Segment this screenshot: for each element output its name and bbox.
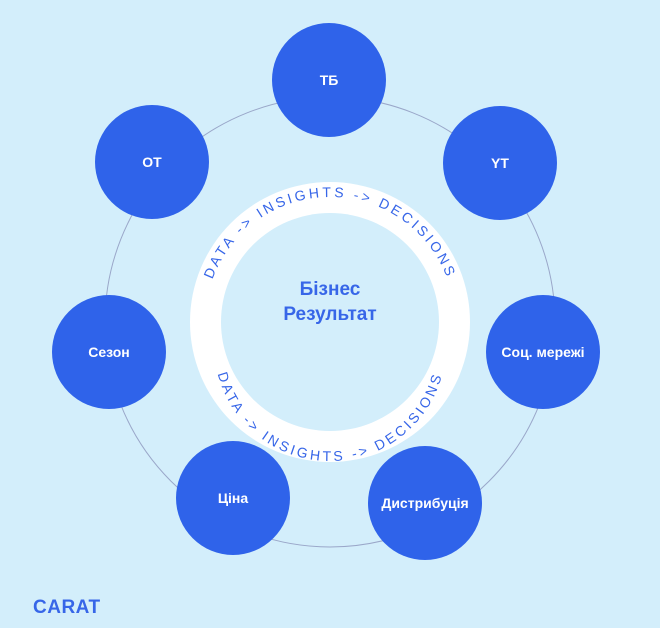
channel-node: ОТ (95, 105, 209, 219)
center-title-line2: Результат (283, 304, 376, 325)
channel-node-circle (443, 106, 557, 220)
channel-node-label: Сезон (88, 344, 130, 360)
channel-node: Соц. мережі (486, 295, 600, 409)
channel-node-label: YT (491, 155, 509, 171)
channel-node: Ціна (176, 441, 290, 555)
channel-node-circle (272, 23, 386, 137)
channel-node: YT (443, 106, 557, 220)
channel-node-circle (52, 295, 166, 409)
channel-node-label: Ціна (218, 490, 249, 506)
channel-node-circle (176, 441, 290, 555)
channel-node-label: ОТ (142, 154, 162, 170)
channel-node-label: Соц. мережі (501, 344, 584, 360)
center-title-line1: Бізнес (300, 279, 361, 300)
channel-node-circle (95, 105, 209, 219)
channel-node-label: ТБ (320, 72, 339, 88)
channel-node: Сезон (52, 295, 166, 409)
center-core (221, 213, 439, 431)
channel-node: Дистрибуція (368, 446, 482, 560)
channel-node-label: Дистрибуція (381, 495, 468, 511)
channel-node-circle (368, 446, 482, 560)
carat-logo: CARAT (33, 597, 101, 618)
channel-node: ТБ (272, 23, 386, 137)
channel-node-circle (486, 295, 600, 409)
